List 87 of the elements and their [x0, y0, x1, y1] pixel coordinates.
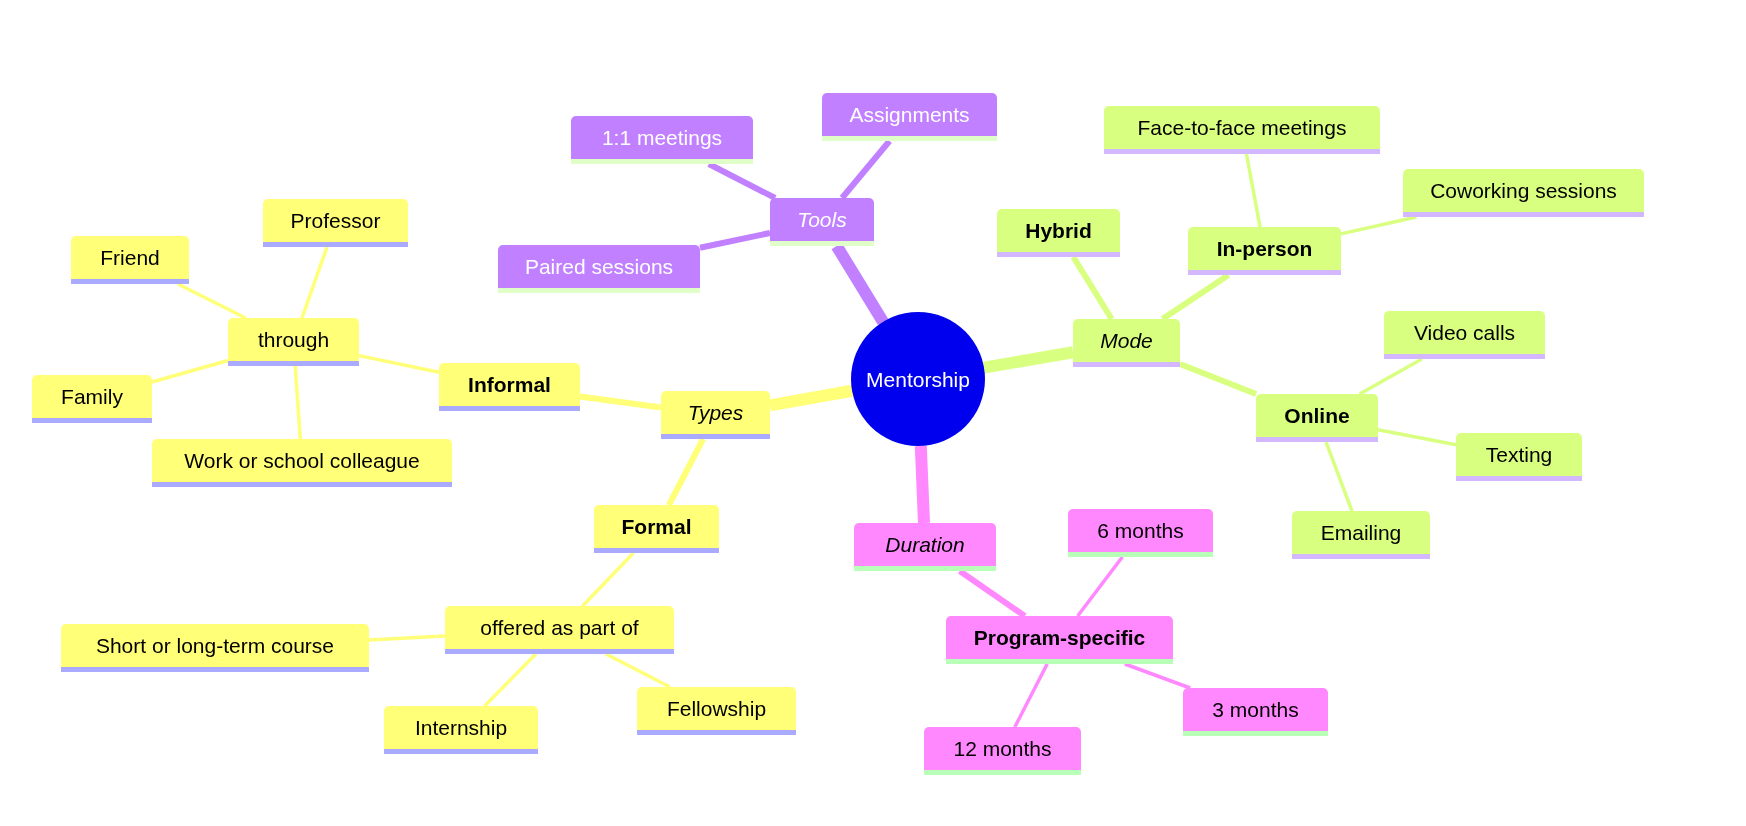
topic-node [822, 93, 997, 141]
topic-node [1456, 433, 1582, 481]
topic-node [1073, 319, 1180, 367]
topic-label: offered as part of [480, 617, 639, 638]
branch-line [579, 393, 662, 411]
topic-label: Short or long-term course [95, 635, 335, 656]
topic-node [498, 245, 700, 293]
topic-node [1104, 106, 1380, 154]
topic-node [228, 318, 359, 366]
topic-node [1292, 511, 1430, 559]
topic-label: Internship [414, 717, 508, 738]
topic-node [661, 391, 770, 439]
topic-node [1188, 227, 1341, 275]
branch-line [768, 384, 854, 412]
branch-line [1324, 441, 1354, 512]
topic-label: 12 months [953, 738, 1052, 759]
topic-node [263, 199, 408, 247]
topic-label: Family [61, 386, 123, 407]
topic-node [445, 606, 674, 654]
topic-label: Paired sessions [524, 256, 674, 277]
topic-label: Video calls [1413, 322, 1516, 343]
topic-node [384, 706, 538, 754]
branch-line [358, 353, 440, 375]
topic-node [1403, 169, 1644, 217]
topic-node [571, 116, 753, 164]
root-label: Mentorship [866, 368, 970, 390]
branch-line [1070, 255, 1115, 321]
branch-line [699, 230, 771, 251]
topic-node [770, 198, 874, 246]
branch-line [1244, 153, 1262, 228]
topic-node [1256, 394, 1378, 442]
topic-node [1384, 311, 1545, 359]
topic-label: Fellowship [666, 698, 767, 719]
branch-line [839, 139, 892, 200]
branch-line [581, 551, 635, 608]
branch-line [1358, 357, 1423, 396]
topic-label: Hybrid [1025, 220, 1092, 241]
topic-label: 6 months [1097, 520, 1184, 541]
branch-line [1124, 662, 1191, 690]
branch-line [605, 652, 671, 689]
branch-line [666, 437, 706, 507]
topic-label: Types [687, 402, 744, 423]
branch-line [914, 445, 930, 524]
branch-line [300, 246, 329, 319]
topic-label: Online [1284, 405, 1350, 426]
topic-node [61, 624, 369, 672]
topic-node [152, 439, 452, 487]
branch-line [483, 652, 538, 708]
branch-line [368, 634, 446, 642]
topic-label: through [257, 329, 330, 350]
branch-line [1340, 215, 1417, 236]
topic-node [594, 505, 719, 553]
topic-node [946, 616, 1173, 664]
branch-line [983, 346, 1074, 374]
topic-label: Tools [797, 209, 847, 230]
branch-line [177, 282, 247, 320]
topic-label: Duration [885, 534, 965, 555]
branch-line [1076, 555, 1124, 618]
topic-label: Program-specific [973, 627, 1146, 648]
topic-node [1068, 509, 1213, 557]
topic-label: Assignments [849, 104, 970, 125]
topic-node [854, 523, 996, 571]
topic-label: Informal [468, 374, 551, 395]
topic-label: Texting [1485, 444, 1553, 465]
topic-label: Face-to-face meetings [1137, 117, 1347, 138]
topic-label: Coworking sessions [1430, 180, 1617, 201]
topic-label: Mode [1100, 330, 1153, 351]
topic-label: Formal [621, 516, 692, 537]
topic-label: Friend [100, 247, 160, 268]
topic-node [637, 687, 796, 735]
branch-line [1178, 361, 1258, 397]
topic-label: In-person [1216, 238, 1313, 259]
topic-node [439, 363, 580, 411]
branch-line [151, 358, 229, 384]
branch-line [1377, 428, 1457, 447]
branch-line [1013, 663, 1049, 728]
topic-node [32, 375, 152, 423]
topic-node [997, 209, 1120, 257]
branch-line [293, 365, 303, 440]
topic-label: Work or school colleague [184, 450, 420, 471]
topic-label: Professor [290, 210, 381, 231]
topic-node [924, 727, 1081, 775]
topic-node [71, 236, 189, 284]
topic-label: 1:1 meetings [601, 127, 723, 148]
topic-node [1183, 688, 1328, 736]
topic-label: Emailing [1320, 522, 1402, 543]
topic-label: 3 months [1212, 699, 1299, 720]
